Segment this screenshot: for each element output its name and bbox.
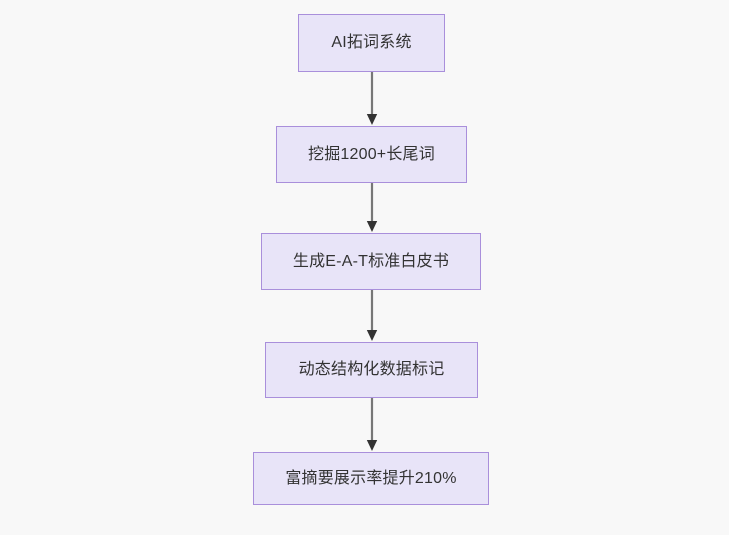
flow-node-label: 富摘要展示率提升210% bbox=[285, 469, 457, 487]
flow-node-rich-snippet-impression-uplift[interactable]: 富摘要展示率提升210% bbox=[253, 452, 489, 505]
flow-node-label: 生成E-A-T标准白皮书 bbox=[292, 252, 450, 270]
flow-node-label: 挖掘1200+长尾词 bbox=[308, 145, 435, 163]
flow-node-label: 动态结构化数据标记 bbox=[298, 361, 445, 379]
flow-arrow-connector bbox=[366, 398, 378, 452]
flow-node-label: AI拓词系统 bbox=[331, 34, 412, 52]
flow-node-dynamic-structured-data-markup[interactable]: 动态结构化数据标记 bbox=[265, 342, 478, 398]
flow-arrow-connector bbox=[366, 72, 378, 126]
flow-node-ai-keyword-system[interactable]: AI拓词系统 bbox=[298, 14, 445, 72]
flow-arrow-connector bbox=[366, 183, 378, 233]
flow-node-generate-eat-whitepaper[interactable]: 生成E-A-T标准白皮书 bbox=[261, 233, 481, 290]
flow-node-mine-longtail-keywords[interactable]: 挖掘1200+长尾词 bbox=[276, 126, 467, 183]
flow-arrow-connector bbox=[366, 290, 378, 342]
